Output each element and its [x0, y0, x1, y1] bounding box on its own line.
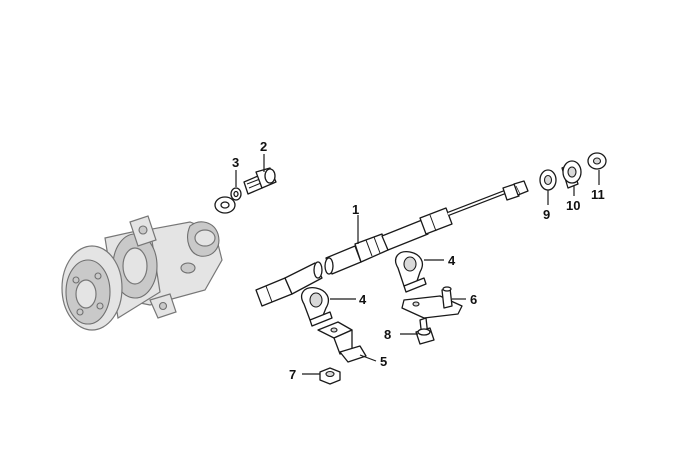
callout-6: 6 [470, 292, 477, 307]
washer-9 [539, 169, 557, 191]
hose-clamp-lower [301, 287, 333, 327]
callout-8: 8 [384, 327, 391, 342]
callout-4-upper: 4 [448, 253, 456, 268]
leader-lines [235, 154, 600, 375]
bolt-8 [415, 317, 435, 345]
callout-labels: 1 2 3 4 4 5 6 7 8 9 10 11 [232, 139, 605, 382]
sealing-ring [230, 187, 242, 201]
pressure-pipe [214, 196, 263, 310]
callout-10: 10 [566, 198, 580, 213]
rubber-mount-10 [561, 160, 582, 189]
callout-7: 7 [289, 367, 296, 382]
callout-9: 9 [543, 207, 550, 222]
bracket-5 [317, 321, 367, 363]
bracket-6 [401, 286, 463, 319]
callout-11: 11 [591, 187, 605, 202]
hose-assembly [255, 180, 529, 307]
callout-1: 1 [352, 202, 359, 217]
callout-4-lower: 4 [359, 292, 367, 307]
banjo-bolt [243, 167, 277, 195]
steering-pump [61, 215, 223, 331]
callout-3: 3 [232, 155, 239, 170]
washer-11 [587, 152, 607, 170]
callout-5: 5 [380, 354, 387, 369]
hose-clamp-upper [395, 251, 427, 293]
nut-7 [319, 367, 341, 385]
callout-2: 2 [260, 139, 267, 154]
